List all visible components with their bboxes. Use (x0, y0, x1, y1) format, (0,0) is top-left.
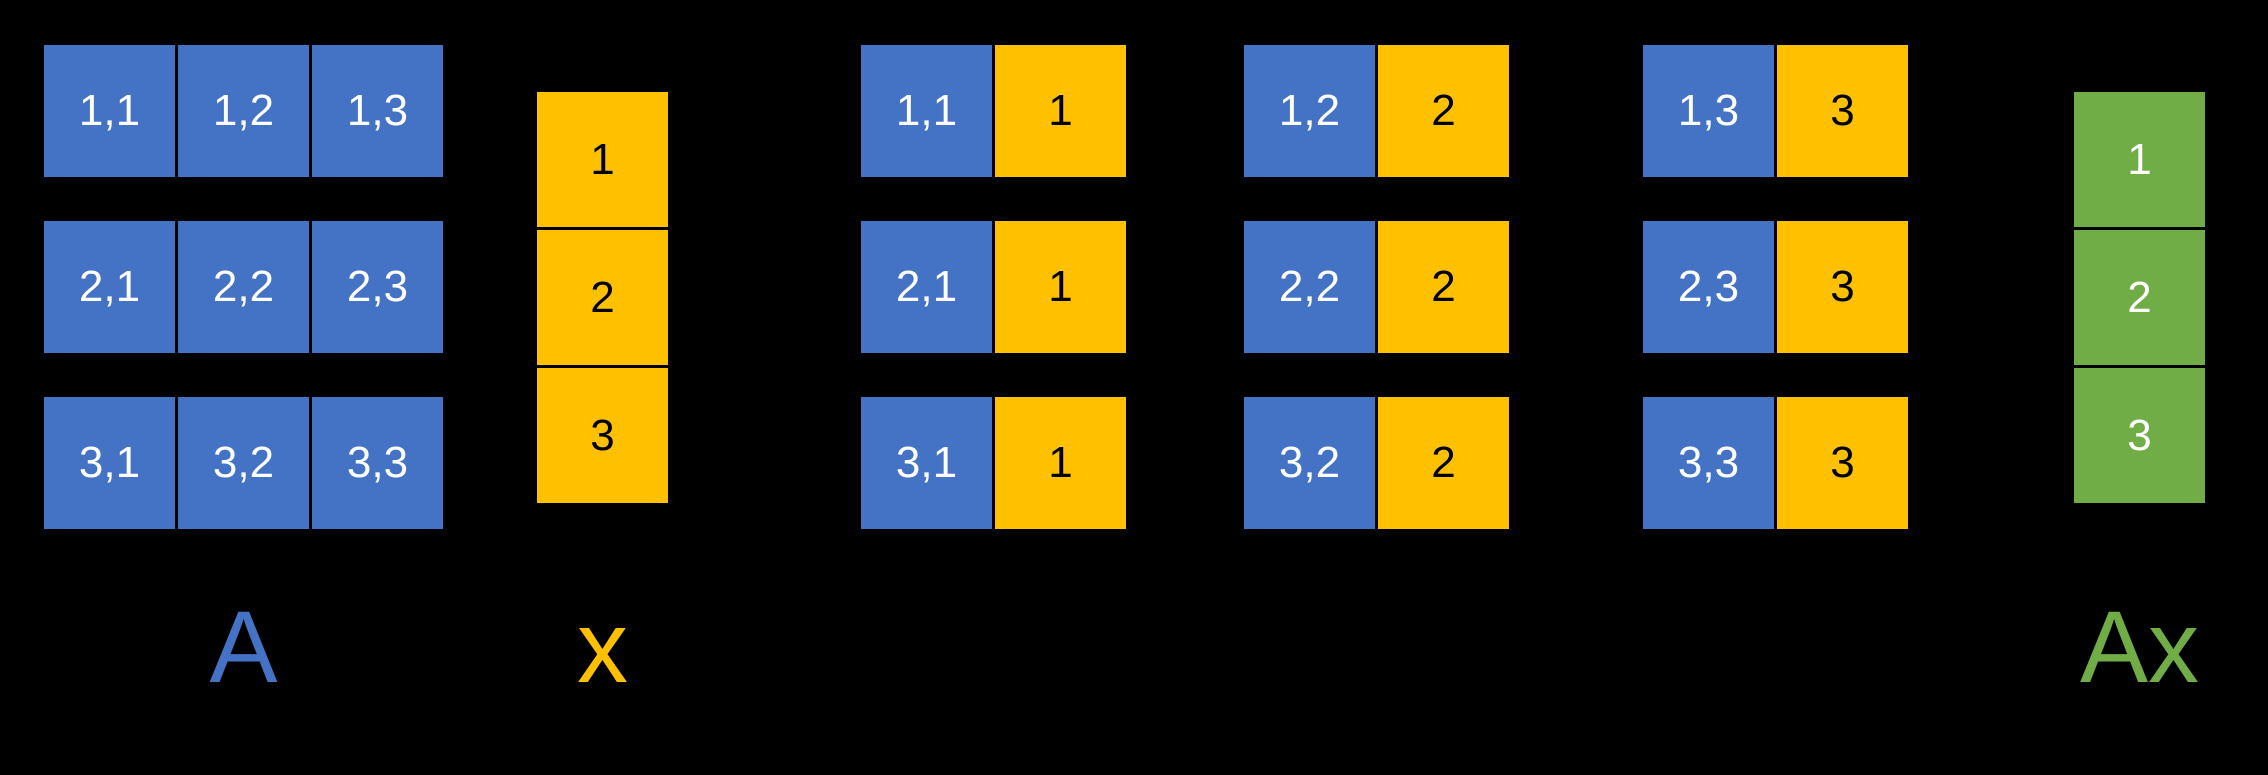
vector-x-label: x (577, 590, 628, 704)
product-g2-x-cell-r2: 2 (1378, 221, 1509, 353)
product-g3-a-cell-r1: 1,3 (1643, 45, 1774, 177)
product-group-2: 1,2 2 2,2 2 3,2 2 (1244, 45, 1509, 529)
product-g1-a-cell-r2: 2,1 (861, 221, 992, 353)
vector-ax: 1 2 3 (2074, 92, 2205, 503)
product-g3-x-cell-r1: 3 (1777, 45, 1908, 177)
product-g1-a-cell-r3: 3,1 (861, 397, 992, 529)
vector-ax-cell-1: 1 (2074, 92, 2205, 227)
vector-x-cell-1: 1 (537, 92, 668, 227)
matrix-a: 1,1 1,2 1,3 2,1 2,2 2,3 3,1 3,2 3,3 (44, 45, 443, 529)
matrix-a-cell-r3c2: 3,2 (178, 397, 309, 529)
vector-x-cell-2: 2 (537, 230, 668, 365)
matrix-a-label: A (209, 590, 278, 704)
product-g2-a-cell-r3: 3,2 (1244, 397, 1375, 529)
product-g2-a-cell-r2: 2,2 (1244, 221, 1375, 353)
product-g2-x-cell-r3: 2 (1378, 397, 1509, 529)
vector-ax-cell-3: 3 (2074, 368, 2205, 503)
vector-x: 1 2 3 (537, 92, 668, 503)
product-group-3: 1,3 3 2,3 3 3,3 3 (1643, 45, 1908, 529)
matrix-a-cell-r1c1: 1,1 (44, 45, 175, 177)
vector-ax-label: Ax (2079, 590, 2200, 704)
product-g3-a-cell-r2: 2,3 (1643, 221, 1774, 353)
product-g3-a-cell-r3: 3,3 (1643, 397, 1774, 529)
matrix-a-cell-r2c3: 2,3 (312, 221, 443, 353)
matrix-a-cell-r3c3: 3,3 (312, 397, 443, 529)
product-g1-a-cell-r1: 1,1 (861, 45, 992, 177)
vector-ax-cell-2: 2 (2074, 230, 2205, 365)
product-g2-x-cell-r1: 2 (1378, 45, 1509, 177)
product-g1-x-cell-r2: 1 (995, 221, 1126, 353)
product-g3-x-cell-r3: 3 (1777, 397, 1908, 529)
matrix-a-cell-r1c3: 1,3 (312, 45, 443, 177)
product-group-1: 1,1 1 2,1 1 3,1 1 (861, 45, 1126, 529)
matrix-a-cell-r3c1: 3,1 (44, 397, 175, 529)
matrix-a-cell-r2c2: 2,2 (178, 221, 309, 353)
matrix-a-cell-r1c2: 1,2 (178, 45, 309, 177)
vector-x-cell-3: 3 (537, 368, 668, 503)
matrix-a-cell-r2c1: 2,1 (44, 221, 175, 353)
product-g1-x-cell-r3: 1 (995, 397, 1126, 529)
product-g2-a-cell-r1: 1,2 (1244, 45, 1375, 177)
product-g1-x-cell-r1: 1 (995, 45, 1126, 177)
product-g3-x-cell-r2: 3 (1777, 221, 1908, 353)
